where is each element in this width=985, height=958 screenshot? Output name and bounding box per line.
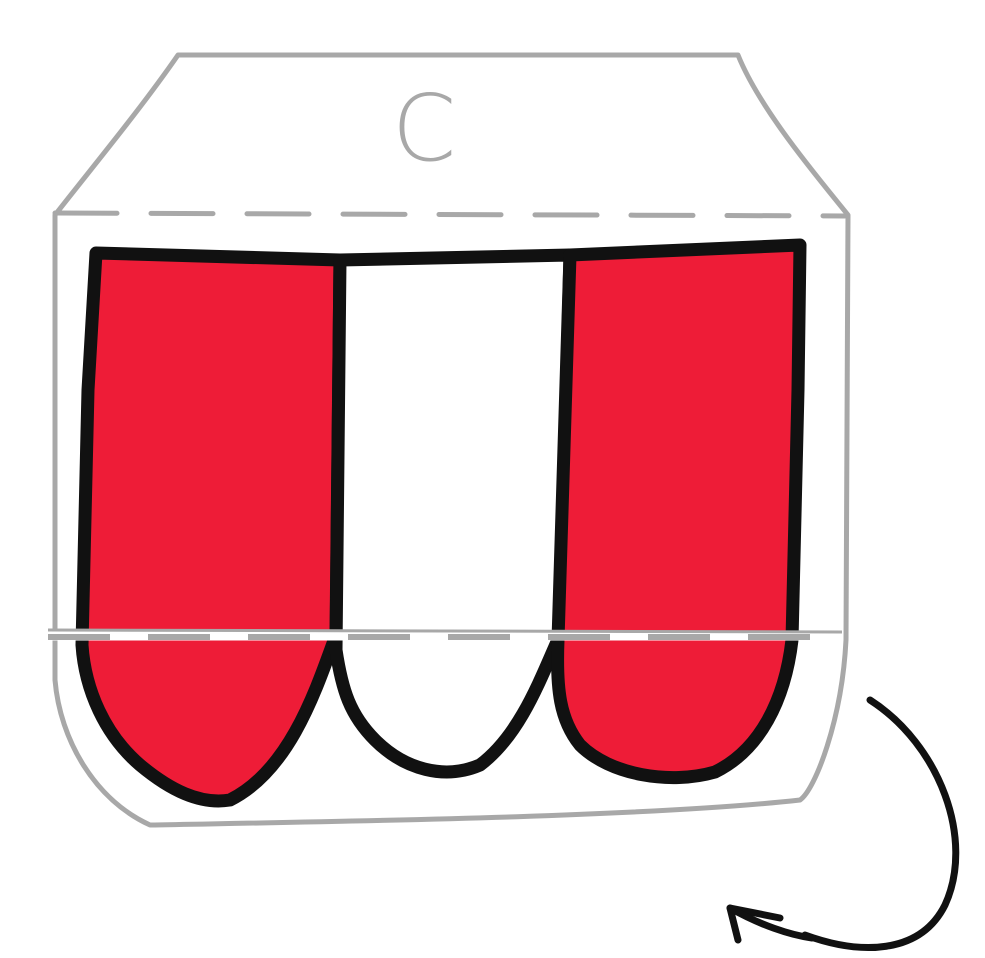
top-fold-line — [55, 213, 845, 216]
middle-stripe — [336, 255, 570, 772]
left-stripe — [82, 253, 340, 801]
bottom-fold-edge — [48, 630, 842, 632]
right-stripe — [558, 245, 800, 778]
panel-label: C — [392, 75, 456, 182]
